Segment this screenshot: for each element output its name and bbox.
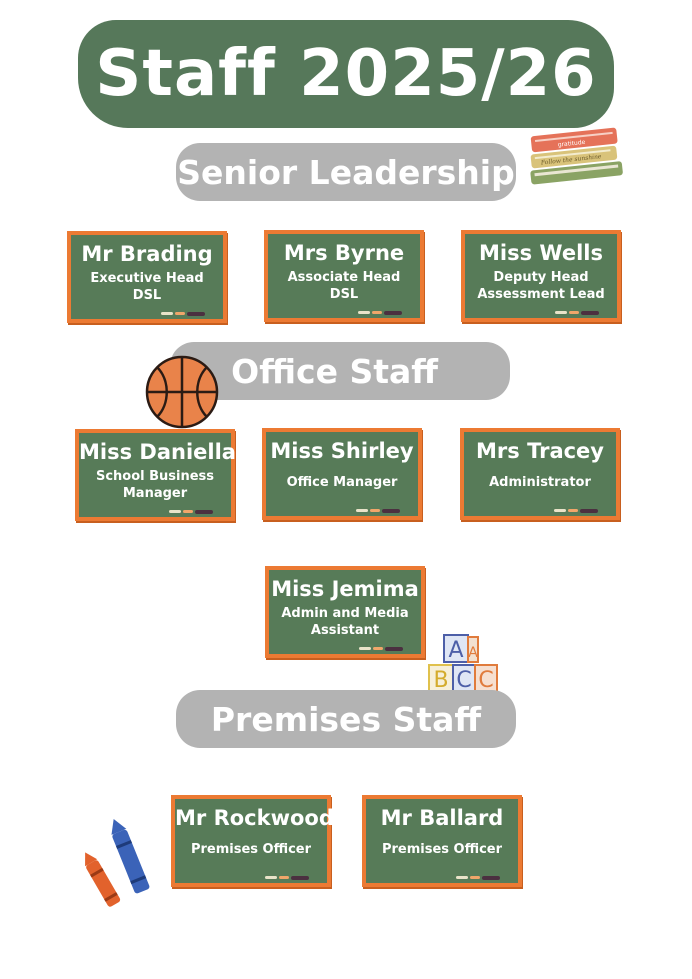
- staff-name: Mrs Tracey: [476, 439, 604, 463]
- staff-card-ballard: Mr Ballard Premises Officer: [362, 795, 522, 887]
- staff-role: School Business: [95, 469, 215, 484]
- page-title: Staff 2025/26: [95, 37, 597, 111]
- staff-role: Deputy Head: [493, 270, 589, 285]
- chalk-icon: [169, 510, 213, 514]
- staff-card-jemima: Miss Jemima Admin and Media Assistant: [265, 566, 425, 658]
- basketball-icon: [145, 355, 219, 429]
- block-letter: A: [448, 638, 463, 663]
- staff-name: Mrs Byrne: [283, 241, 405, 265]
- staff-card-rockwood: Mr Rockwood Premises Officer: [171, 795, 334, 887]
- chalk-icon: [358, 311, 402, 315]
- title-banner: Staff 2025/26: [78, 20, 614, 128]
- staff-name: Mr Rockwood: [175, 806, 334, 830]
- staff-role: Premises Officer: [381, 842, 503, 857]
- staff-name: Miss Shirley: [270, 439, 414, 463]
- chalk-icon: [359, 647, 403, 651]
- premises-staff-heading: Premises Staff: [176, 690, 516, 748]
- staff-role-secondary: Assessment Lead: [477, 287, 605, 302]
- staff-card-byrne: Mrs Byrne Associate Head DSL: [264, 230, 424, 322]
- staff-role-secondary: DSL: [132, 288, 162, 303]
- staff-role-secondary: Manager: [122, 486, 188, 501]
- staff-role: Admin and Media: [281, 606, 409, 621]
- abc-blocks-icon: A A B C C: [428, 634, 498, 693]
- book-label-1: gratitude: [557, 139, 586, 149]
- block-letter: C: [456, 668, 471, 693]
- staff-role: Executive Head: [90, 271, 204, 286]
- chalk-icon: [554, 509, 598, 513]
- staff-role: Administrator: [489, 475, 591, 490]
- staff-name: Miss Daniella: [79, 440, 236, 464]
- staff-role: Premises Officer: [190, 842, 312, 857]
- staff-name: Miss Wells: [479, 241, 603, 265]
- staff-card-shirley: Miss Shirley Office Manager: [262, 428, 422, 520]
- premises-staff-label: Premises Staff: [210, 699, 482, 739]
- crayons-icon: [85, 818, 150, 907]
- block-letter: B: [433, 668, 448, 693]
- office-staff-heading: Office Staff: [170, 342, 510, 400]
- senior-leadership-heading: Senior Leadership: [176, 143, 516, 201]
- chalk-icon: [356, 509, 400, 513]
- staff-role-secondary: Assistant: [310, 623, 380, 638]
- block-letter: A: [468, 645, 478, 661]
- staff-name: Mr Brading: [81, 242, 213, 266]
- staff-name: Mr Ballard: [380, 806, 504, 830]
- office-staff-label: Office Staff: [231, 351, 438, 391]
- senior-leadership-label: Senior Leadership: [177, 152, 515, 192]
- staff-name: Miss Jemima: [271, 577, 419, 601]
- staff-card-wells: Miss Wells Deputy Head Assessment Lead: [461, 230, 621, 322]
- block-letter: C: [478, 668, 493, 693]
- staff-card-brading: Mr Brading Executive Head DSL: [67, 231, 227, 323]
- staff-role-secondary: DSL: [329, 287, 359, 302]
- staff-role: Office Manager: [286, 475, 398, 490]
- chalk-icon: [161, 312, 205, 316]
- chalk-icon: [265, 876, 309, 880]
- chalk-icon: [456, 876, 500, 880]
- staff-role: Associate Head: [287, 270, 401, 285]
- staff-card-daniella: Miss Daniella School Business Manager: [75, 429, 236, 521]
- staff-card-tracey: Mrs Tracey Administrator: [460, 428, 620, 520]
- books-icon: Follow the sunshine gratitude: [530, 127, 623, 185]
- chalk-icon: [555, 311, 599, 315]
